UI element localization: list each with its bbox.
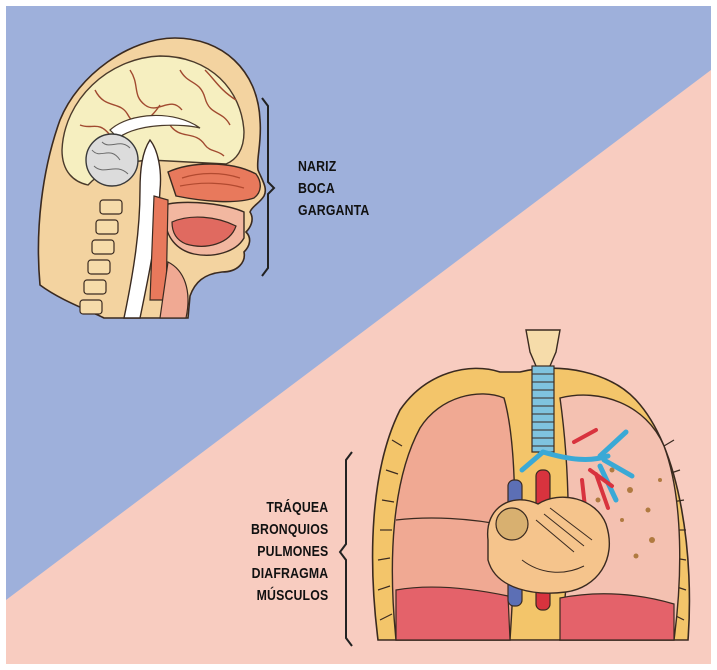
label-bronquios: BRONQUIOS: [251, 519, 328, 541]
lower-tract-labels: TRÁQUEA BRONQUIOS PULMONES DIAFRAGMA MÚS…: [251, 497, 328, 607]
diaphragm-left: [560, 594, 674, 640]
heart-atrium: [496, 508, 528, 540]
label-diafragma: DIAFRAGMA: [251, 563, 328, 585]
label-pulmones: PULMONES: [251, 541, 328, 563]
cerebellum: [86, 134, 138, 186]
label-boca: BOCA: [298, 178, 369, 200]
diaphragm-right: [396, 587, 510, 640]
label-musculos: MÚSCULOS: [251, 585, 328, 607]
upper-tract-labels: NARIZ BOCA GARGANTA: [298, 156, 369, 222]
label-nariz: NARIZ: [298, 156, 369, 178]
label-garganta: GARGANTA: [298, 200, 369, 222]
label-traquea: TRÁQUEA: [251, 497, 328, 519]
trachea: [532, 366, 554, 452]
